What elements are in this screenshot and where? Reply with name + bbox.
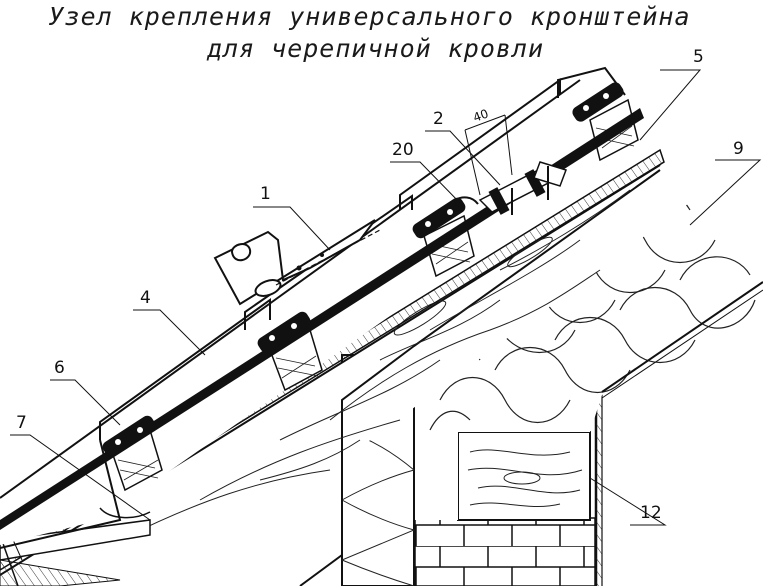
waterproofing-membrane (0, 82, 644, 530)
callout-20: 20 (392, 140, 414, 160)
callout-9: 9 (733, 139, 744, 159)
callout-7: 7 (16, 413, 27, 433)
callout-2: 2 (433, 109, 444, 129)
callout-12: 12 (640, 503, 662, 523)
eave-board (0, 519, 151, 586)
wall-plate-beam (457, 431, 591, 521)
dimension-label: 40 (471, 106, 490, 124)
callout-1: 1 (260, 184, 271, 204)
interior-wall-lining (594, 390, 603, 586)
drawing-title-line2: для черепичной кровли (206, 34, 545, 63)
bracket-fastener (478, 161, 567, 215)
callout-6: 6 (54, 358, 65, 378)
universal-bracket (213, 219, 381, 306)
drawing-title-line1: Узел крепления универсального кронштейна (48, 2, 691, 31)
rafter (0, 164, 700, 586)
brick-masonry (414, 517, 596, 586)
callout-leaders (10, 69, 762, 526)
dimension-40: 40 (464, 106, 513, 196)
callout-5: 5 (693, 47, 704, 67)
callout-4: 4 (140, 288, 151, 308)
